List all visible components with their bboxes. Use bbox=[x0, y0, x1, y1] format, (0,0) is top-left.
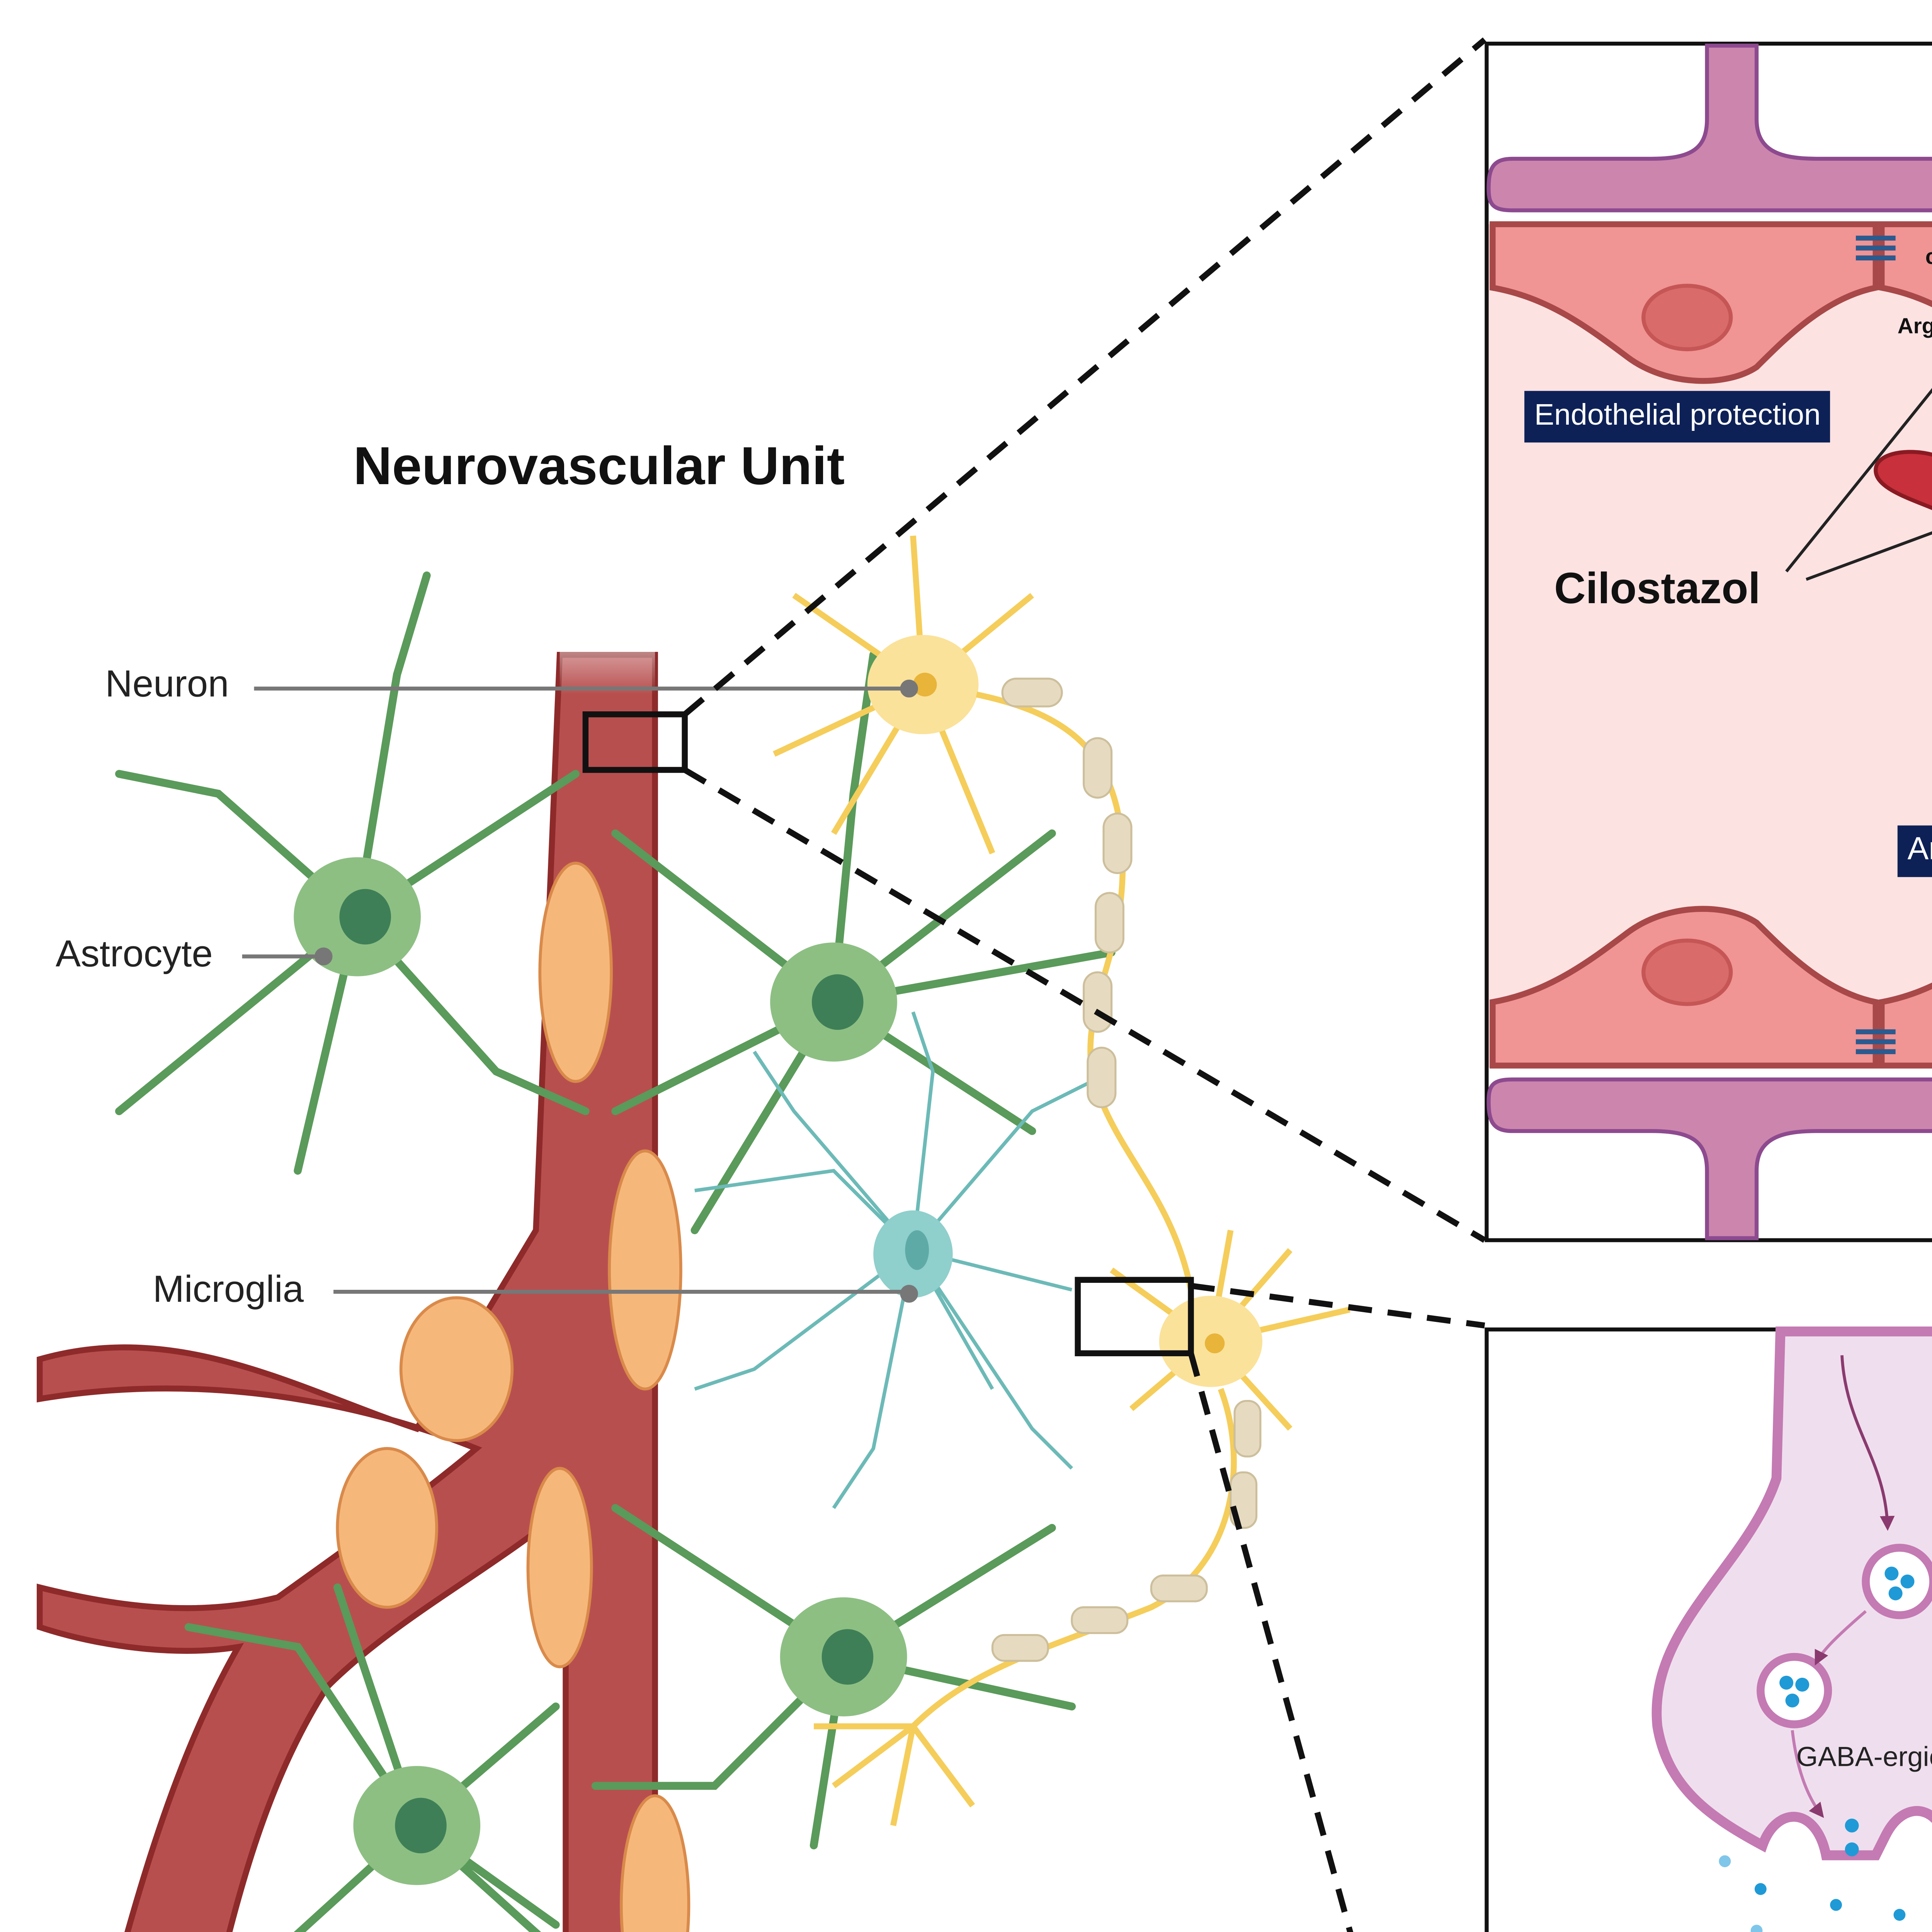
zoom-indicators bbox=[582, 37, 1487, 1932]
badge-endothelial-protection: Endothelial protection bbox=[1524, 391, 1831, 443]
pericytes bbox=[336, 862, 690, 1932]
neurons bbox=[773, 536, 1350, 1826]
synapse-panel bbox=[1485, 1326, 1932, 1932]
microglia-cell bbox=[694, 1011, 1112, 1509]
label-microglia: Microglia bbox=[153, 1270, 304, 1312]
drug-cilostazol: Cilostazol bbox=[1554, 563, 1760, 613]
blood-vessel bbox=[37, 595, 658, 1932]
label-neuron: Neuron bbox=[105, 665, 229, 707]
label-gaba: GABA bbox=[1798, 1931, 1880, 1932]
endo-arginine: Arginine bbox=[1897, 315, 1932, 340]
endo-camp: cAMP bbox=[1925, 247, 1932, 270]
label-astrocyte: Astrocyte bbox=[55, 934, 213, 976]
badge-anti-platelet: Anti-platelet effect bbox=[1897, 825, 1932, 877]
platelet-illustration bbox=[1874, 450, 1932, 510]
astrocyte-bodies bbox=[294, 857, 907, 1885]
label-leaders bbox=[242, 679, 918, 1303]
bbb-panel bbox=[1485, 41, 1932, 1242]
astrocytes bbox=[115, 571, 1116, 1932]
figure-title: Neurovascular Unit bbox=[353, 436, 845, 496]
label-gaba-neuron: GABA-ergic neuron bbox=[1796, 1740, 1932, 1772]
